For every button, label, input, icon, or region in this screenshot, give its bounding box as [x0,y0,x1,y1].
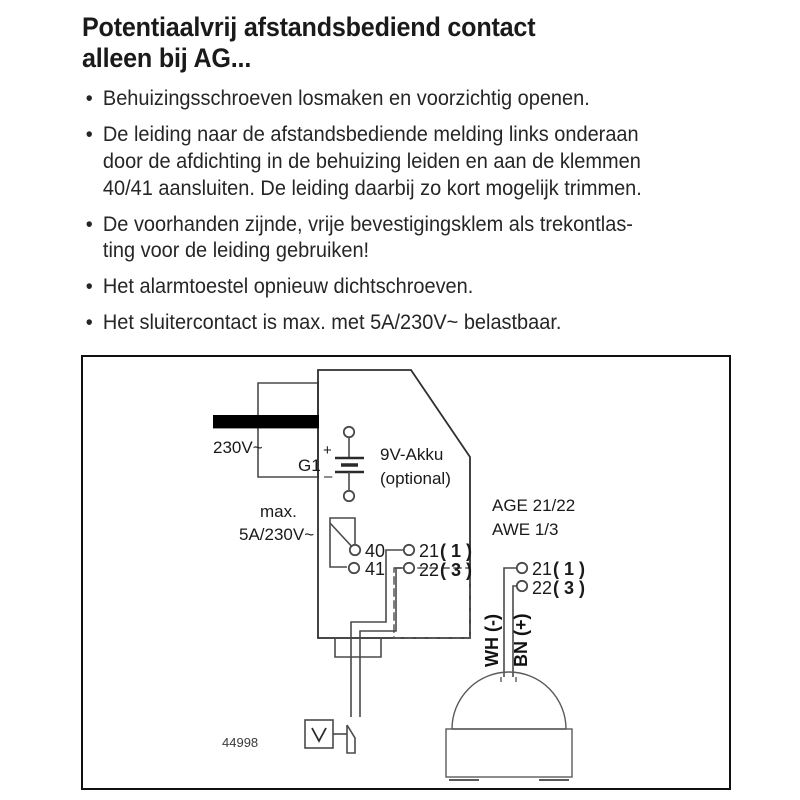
battery-optional-label: (optional) [380,469,451,488]
list-item-text: Behuizingsschroeven losmaken en voorzich… [103,86,747,113]
bullet-marker-icon: • [85,311,93,335]
list-item-line: Het alarmtoestel opnieuw dichtschroeven. [102,275,474,299]
mains-cable [213,415,319,429]
wire-from-terminal-22 [359,567,404,717]
inner-terminal-22-circle [402,561,416,575]
battery-reference-label: G1 [298,456,321,475]
outer-terminal-21-alt-label: ( 1 ) [553,559,585,579]
alarm-sounder-device [445,671,573,781]
relay-contact-symbol [329,517,356,568]
wire-wh-label: WH (-) [482,614,502,667]
bullet-marker-icon: • [85,275,93,299]
list-item-text: De leiding naar de afstandsbediende meld… [103,122,747,203]
outer-terminal-22-circle [515,579,529,593]
battery-symbol: + – G1 [298,425,364,503]
inner-terminal-22-label: 22 [419,560,439,580]
cable-strip-end [346,724,356,754]
battery-top-terminal [342,425,356,439]
contact-rating-line-1: max. [260,502,297,521]
outer-terminal-wires [503,567,517,677]
terminal-40-label: 40 [365,541,385,561]
list-item-text: Het sluitercontact is max. met 5A/230V~ … [103,310,747,337]
test-symbol-box [304,719,334,749]
list-item-text: De voorhanden zijnde, vrije bevestigings… [103,212,747,266]
inner-terminal-21-alt-label: ( 1 ) [440,541,472,561]
wire-from-terminal-21 [350,549,404,717]
page-title-line-2: alleen bij AG... [82,43,252,74]
wiring-diagram: 230V~ + – G1 9V-Akku [81,355,731,790]
wire-wh-white [503,567,517,677]
bullet-marker-icon: • [85,122,93,146]
cable-gland [334,637,382,658]
list-item-line: De leiding naar de afstandsbediende meld… [102,122,639,146]
list-item-line: Het sluitercontact is max. met 5A/230V~ … [102,311,562,335]
page-title-line-1: Potentiaalvrij afstandsbediend contact [82,12,536,42]
housing-outline [317,369,471,639]
inner-terminal-22-alt-label: ( 3 ) [440,560,472,580]
device-type-line-2: AWE 1/3 [492,520,558,539]
terminal-41-label: 41 [365,559,385,579]
mains-cable-bottom-edge [213,426,319,429]
list-item-text: Het alarmtoestel opnieuw dichtschroeven. [103,274,747,301]
list-item: • De voorhanden zijnde, vrije bevestigin… [82,212,747,266]
bullet-marker-icon: • [85,87,93,110]
wire-bn-label: BN (+) [511,613,531,667]
list-item-line: door de afdichting in de behuizing leide… [102,149,641,173]
internal-module-dashed-box [393,567,471,639]
terminal-40-circle [348,543,362,557]
list-item-line: 40/41 aansluiten. De leiding daarbij zo … [102,176,642,200]
outer-terminal-21-circle [515,561,529,575]
sounder-body [445,728,573,778]
page-title: Potentiaalvrij afstandsbediend contact a… [82,12,696,74]
contact-rating-line-2: 5A/230V~ [239,525,314,544]
relay-contact-return [329,544,347,568]
battery-bottom-terminal [342,489,356,503]
sounder-cable-entry [500,677,517,682]
list-item-line: De voorhanden zijnde, vrije bevestigings… [102,212,633,236]
outer-terminal-22-label: 22 [532,578,552,598]
mains-voltage-label: 230V~ [213,438,263,457]
relay-contact-blade [329,522,356,551]
list-item: • Het alarmtoestel opnieuw dichtschroeve… [82,274,747,301]
list-item: • Behuizingsschroeven losmaken en voorzi… [82,86,747,113]
inner-terminal-21-circle [402,543,416,557]
list-item-line: ting voor de leiding gebruiken! [102,239,370,263]
list-item: • Het sluitercontact is max. met 5A/230V… [82,310,747,337]
battery-plus-sign: + [323,442,332,459]
outer-terminal-21-label: 21 [532,559,552,579]
mains-cable-bar [213,417,319,426]
battery-minus-sign: – [324,468,333,485]
instruction-list: • Behuizingsschroeven losmaken en voorzi… [82,86,782,346]
inner-terminal-21-label: 21 [419,541,439,561]
relay-contact-bracket [329,517,356,550]
test-symbol-v-icon [311,727,327,743]
drawing-number-label: 44998 [222,735,258,750]
wiring-diagram-svg: 230V~ + – G1 9V-Akku [213,369,585,781]
sounder-dome [451,671,567,730]
terminal-41-circle [347,561,361,575]
wire-bn-brown [512,585,517,677]
inner-terminal-wires [350,549,404,717]
list-item-line: Behuizingsschroeven losmaken en voorzich… [102,87,590,110]
list-item: • De leiding naar de afstandsbediende me… [82,122,747,203]
mains-cable-top-edge [213,415,319,418]
battery-name-label: 9V-Akku [380,445,443,464]
test-symbol-group [304,719,356,754]
outer-terminal-22-alt-label: ( 3 ) [553,578,585,598]
device-type-line-1: AGE 21/22 [492,496,575,515]
bullet-marker-icon: • [85,212,93,236]
